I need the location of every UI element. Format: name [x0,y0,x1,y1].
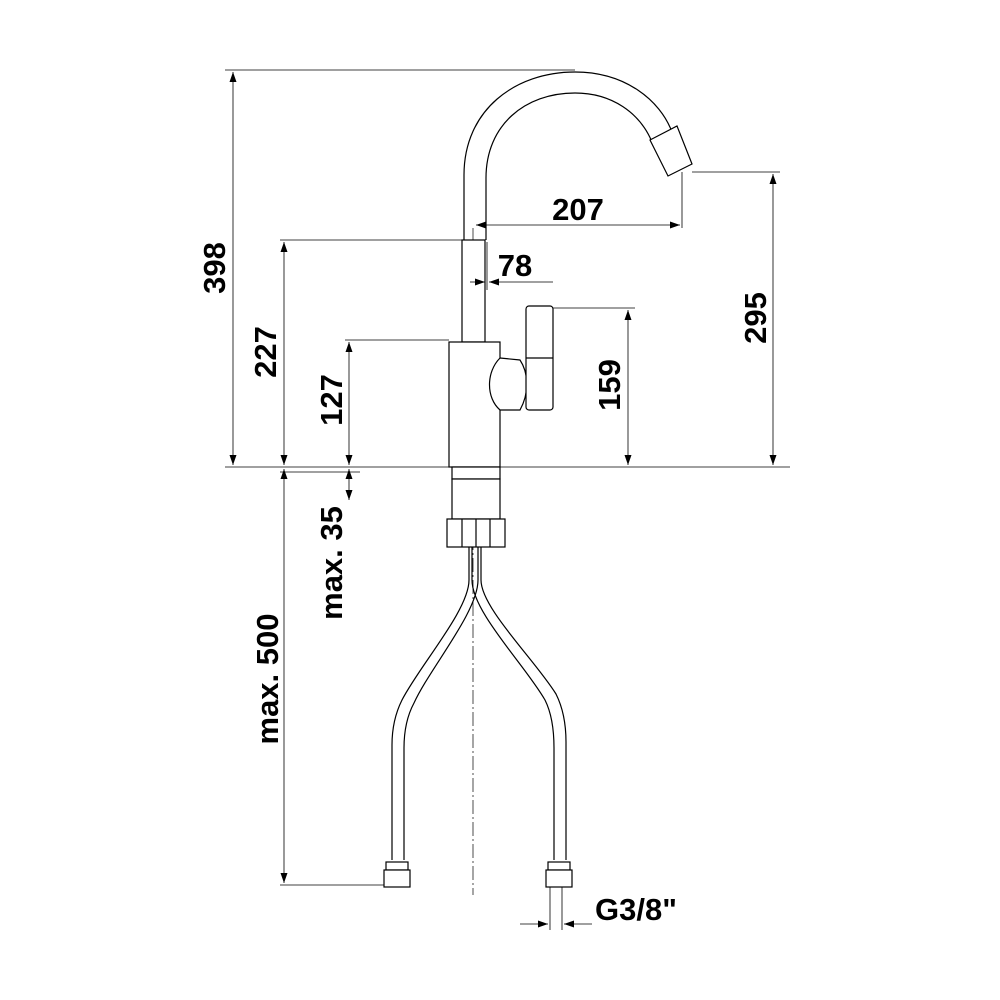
dimension-lines [229,72,777,928]
connection-thread-label: G3/8" [595,892,677,927]
dimension-label-127: 127 [314,374,349,426]
dimension-label-207: 207 [552,192,604,227]
dimension-label-max-35: max. 35 [314,506,349,620]
dimension-label-295: 295 [738,292,773,344]
dimension-label-227: 227 [248,326,283,378]
faucet-body [446,71,693,548]
dimension-label-398: 398 [197,242,232,294]
dimension-label-159: 159 [592,359,627,411]
dimension-label-78: 78 [498,248,532,283]
extension-lines [225,69,780,930]
supply-hoses [383,547,573,888]
dimension-label-max-500: max. 500 [250,614,285,745]
